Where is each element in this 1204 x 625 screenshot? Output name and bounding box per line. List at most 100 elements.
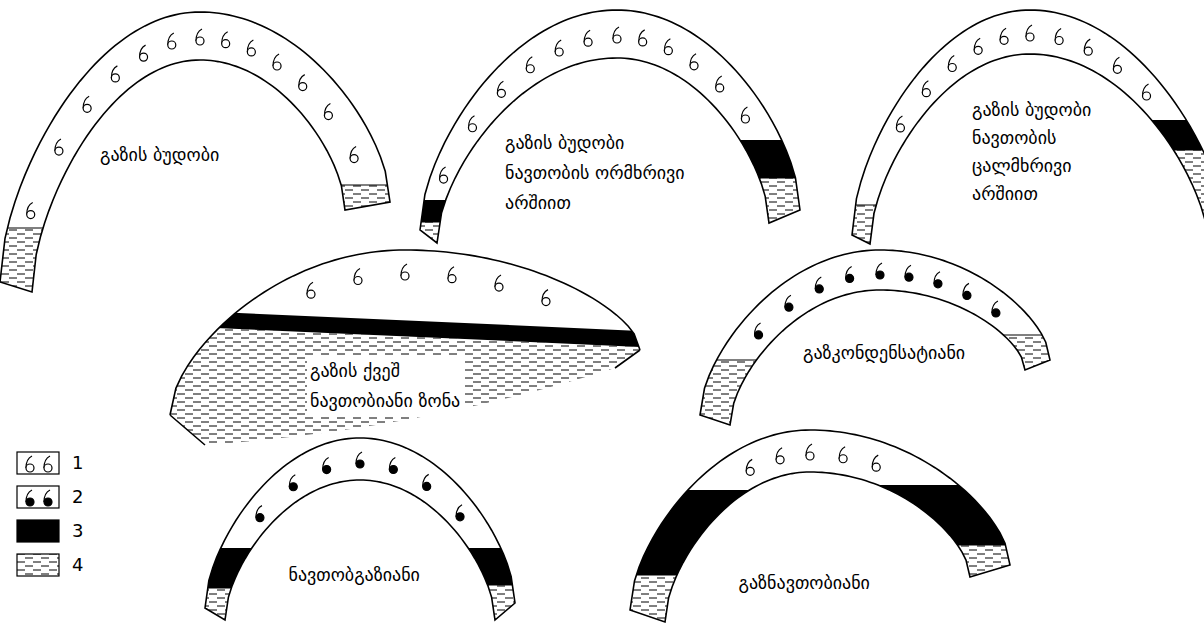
gas-symbol [1000, 36, 1008, 44]
gas-symbol [806, 452, 814, 460]
gas-symbol [495, 283, 503, 291]
contact-line [0, 228, 200, 229]
gas-symbol [872, 463, 880, 471]
legend-number: 3 [72, 517, 83, 545]
gas-symbol [526, 65, 534, 73]
anticline [0, 250, 1204, 625]
gas-symbol [584, 38, 592, 46]
gas-symbol [974, 46, 982, 54]
condensate-symbol [323, 466, 331, 474]
gas-symbol [299, 83, 307, 91]
band-outline [420, 10, 800, 243]
trap-label: გაზის ქვეშ ნავთობიანი ზონა [307, 356, 465, 416]
water-zone [0, 588, 360, 625]
legend-number: 2 [72, 483, 83, 511]
gas-symbol [44, 464, 52, 472]
gas-symbol [639, 38, 647, 46]
trap-label: გაზკონდენსატიანი [800, 338, 970, 368]
fluid-zones [0, 185, 1204, 625]
reservoir-band [420, 10, 800, 243]
legend-swatch [17, 520, 59, 542]
water-zone [1030, 150, 1204, 625]
fluid-zones [140, 309, 680, 480]
legend-item [17, 520, 59, 542]
reservoir-band [700, 250, 1050, 425]
band-outline [630, 430, 1010, 622]
gas-symbol [354, 276, 362, 284]
condensate-symbol [389, 465, 397, 473]
oil-zone [617, 140, 1204, 178]
condensate-symbol [456, 513, 464, 521]
band-outline [852, 10, 1204, 254]
gas-symbol [746, 467, 754, 475]
reservoir-band [0, 12, 390, 292]
legend-swatch [17, 486, 59, 508]
band-outline [205, 438, 515, 620]
condensate-symbol [815, 285, 823, 293]
gas-symbol [542, 298, 550, 306]
oil-zone [140, 309, 680, 349]
contact-line [810, 545, 1204, 546]
anticline [0, 12, 1204, 625]
anticline [0, 438, 1204, 625]
legend-number: 4 [72, 551, 83, 579]
gas-symbol [440, 175, 448, 183]
anticline [0, 430, 1204, 625]
gas-symbol [448, 275, 456, 283]
contact-line [0, 222, 617, 223]
anticline [0, 10, 1204, 625]
gas-symbol [716, 84, 724, 92]
trap-label: ნავთობგაზიანი [286, 560, 425, 590]
gas-symbol [273, 62, 281, 70]
legend-number: 1 [72, 449, 83, 477]
gas-symbol [741, 115, 749, 123]
condensate-symbol [846, 274, 854, 282]
gas-symbol [922, 89, 930, 97]
condensate-symbol [44, 498, 52, 506]
condensate-symbol [876, 271, 884, 279]
contact-line [617, 178, 1204, 179]
condensate-symbol [992, 309, 1000, 317]
gas-symbol [1026, 33, 1034, 41]
gas-symbol [324, 112, 332, 120]
gas-symbol [55, 147, 63, 155]
gas-symbol [468, 124, 476, 132]
anticline [0, 10, 1204, 625]
gas-symbol [948, 63, 956, 71]
water-zone [140, 325, 680, 480]
legend-swatch [17, 452, 59, 474]
gas-symbol [26, 464, 34, 472]
trap-label: გაზის ბუდობი [97, 140, 224, 170]
gas-symbol [1084, 47, 1092, 55]
legend-item [17, 452, 59, 474]
trap-label: გაზის ბუდობი ნავთობის ცალმხრივი არშიით [969, 96, 1096, 208]
anticline [140, 250, 680, 480]
condensate-symbol [289, 483, 297, 491]
gas-symbol [350, 155, 358, 163]
condensate-symbol [423, 482, 431, 490]
condensate-symbol [905, 273, 913, 281]
gas-symbol [613, 35, 621, 43]
gas-symbol [690, 62, 698, 70]
condensate-symbol [934, 280, 942, 288]
condensate-symbol [755, 331, 763, 339]
gas-symbol [896, 124, 904, 132]
gas-symbol [168, 41, 176, 49]
band-outline [170, 250, 640, 445]
water-zone [0, 228, 200, 625]
reservoir-band [205, 438, 515, 620]
gas-symbol [1113, 65, 1121, 73]
oil-zone [810, 485, 1204, 545]
gas-symbol [401, 272, 409, 280]
condensate-symbol [256, 514, 264, 522]
band-outline [700, 250, 1050, 425]
gas-symbol [497, 89, 505, 97]
gas-symbol [1143, 92, 1151, 100]
legend-item [17, 554, 59, 576]
band-outline [0, 12, 390, 292]
gas-symbol [839, 455, 847, 463]
reservoir-band [852, 10, 1204, 254]
condensate-symbol [26, 498, 34, 506]
trap-label: გაზის ბუდობი ნავთობის ორმხრივი არშიით [502, 128, 689, 218]
